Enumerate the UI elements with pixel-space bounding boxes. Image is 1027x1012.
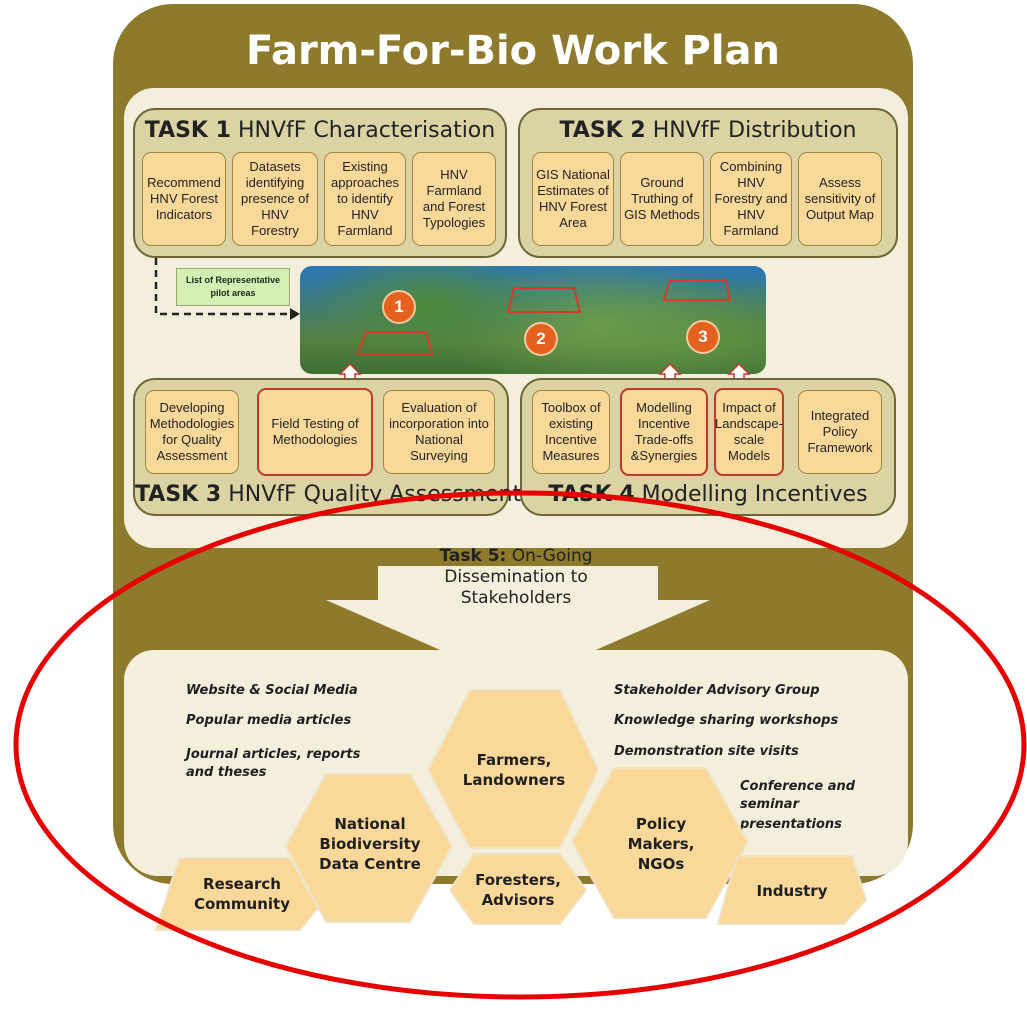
pilot-areas-map: 1 2 3 bbox=[300, 266, 766, 374]
channel-item: seminar bbox=[740, 797, 799, 812]
channel-item: Knowledge sharing workshops bbox=[614, 713, 839, 728]
task1-box: TASK 1 HNVfF Characterisation Recommend … bbox=[133, 108, 507, 258]
task2-box: TASK 2 HNVfF Distribution GIS National E… bbox=[518, 108, 898, 258]
task4-box: Toolbox of existing Incentive Measures M… bbox=[520, 378, 896, 516]
task5-line1: On-Going bbox=[511, 546, 593, 566]
task3-card-highlighted: Field Testing of Methodologies bbox=[257, 388, 373, 476]
pilot-areas-label: List of Representative pilot areas bbox=[176, 268, 290, 306]
task2-card: GIS National Estimates of HNV Forest Are… bbox=[532, 152, 614, 246]
task1-name: HNVfF Characterisation bbox=[237, 118, 496, 143]
task2-card: Assess sensitivity of Output Map bbox=[798, 152, 882, 246]
task4-card: Integrated Policy Framework bbox=[798, 390, 882, 474]
task3-label: TASK 3 bbox=[135, 482, 222, 507]
pilot-areas-arrow bbox=[154, 258, 300, 320]
task4-card-highlighted: Impact of Landscape-scale Models bbox=[714, 388, 784, 476]
channel-item: Conference and bbox=[740, 779, 856, 794]
channel-item: presentations bbox=[740, 817, 842, 832]
task2-name: HNVfF Distribution bbox=[652, 118, 857, 143]
stakeholder-label: Community bbox=[193, 895, 291, 913]
task5-label: Task 5: bbox=[439, 546, 507, 566]
stakeholder-label: Foresters, bbox=[475, 871, 561, 889]
task2-heading: TASK 2 HNVfF Distribution bbox=[520, 118, 896, 143]
dissemination-arrow bbox=[326, 566, 710, 684]
task1-label: TASK 1 bbox=[144, 118, 231, 143]
task3-heading: TASK 3 HNVfF Quality Assessment bbox=[135, 482, 521, 507]
stakeholder-label: NGOs bbox=[637, 855, 685, 873]
stakeholder-industry: Industry bbox=[722, 866, 862, 916]
stakeholder-label: Farmers, bbox=[476, 751, 552, 769]
channel-item: and theses bbox=[186, 765, 267, 780]
stakeholder-label: Makers, bbox=[627, 835, 695, 853]
hexagon-foresters bbox=[448, 853, 588, 925]
task1-heading: TASK 1 HNVfF Characterisation bbox=[135, 118, 505, 143]
task5-text: Task 5: On-Going Dissemination to Stakeh… bbox=[380, 546, 652, 609]
task1-card: Recommend HNV Forest Indicators bbox=[142, 152, 226, 246]
channel-item: Stakeholder Advisory Group bbox=[614, 683, 820, 698]
stakeholder-label: National bbox=[334, 815, 406, 833]
pilot-area-outlines bbox=[356, 279, 732, 355]
task2-card: Combining HNV Forestry and HNV Farmland bbox=[710, 152, 792, 246]
map-marker-3: 3 bbox=[686, 320, 720, 354]
stakeholder-farmers: Farmers, Landowners bbox=[430, 740, 598, 800]
task4-card: Toolbox of existing Incentive Measures bbox=[532, 390, 610, 474]
task3-card: Evaluation of incorporation into Nationa… bbox=[383, 390, 495, 474]
stakeholder-foresters: Foresters, Advisors bbox=[452, 860, 584, 920]
stakeholder-label: Biodiversity bbox=[319, 835, 421, 853]
stakeholder-label: Research bbox=[203, 875, 281, 893]
task1-card: Existing approaches to identify HNV Farm… bbox=[324, 152, 406, 246]
stakeholder-label: Data Centre bbox=[319, 855, 421, 873]
task2-card: Ground Truthing of GIS Methods bbox=[620, 152, 704, 246]
task2-label: TASK 2 bbox=[559, 118, 646, 143]
task5-line2: Dissemination to bbox=[444, 567, 588, 587]
task4-card-highlighted: Modelling Incentive Trade-offs &Synergie… bbox=[620, 388, 708, 476]
task4-name: Modelling Incentives bbox=[641, 482, 868, 507]
map-marker-2: 2 bbox=[524, 322, 558, 356]
stakeholder-label: Advisors bbox=[481, 891, 555, 909]
task3-box: Developing Methodologies for Quality Ass… bbox=[133, 378, 521, 516]
channel-item: Popular media articles bbox=[186, 713, 352, 728]
channel-item: Journal articles, reports bbox=[186, 747, 361, 762]
channel-item: Website & Social Media bbox=[186, 683, 358, 698]
task1-card: HNV Farmland and Forest Typologies bbox=[412, 152, 496, 246]
hexagon-nbdc bbox=[284, 773, 454, 923]
stakeholder-label: Landowners bbox=[462, 771, 566, 789]
channel-item: Demonstration site visits bbox=[614, 744, 799, 759]
hexagon-policy bbox=[570, 767, 750, 919]
hexagon-research bbox=[154, 857, 320, 931]
task1-card: Datasets identifying presence of HNV For… bbox=[232, 152, 318, 246]
task3-card: Developing Methodologies for Quality Ass… bbox=[145, 390, 239, 474]
stakeholder-label: Industry bbox=[756, 882, 828, 900]
stakeholder-label: Policy bbox=[635, 815, 687, 833]
hexagon-industry bbox=[716, 855, 868, 925]
hexagon-farmers bbox=[426, 689, 600, 849]
task5-line3: Stakeholders bbox=[460, 588, 572, 608]
diagram-title: Farm-For-Bio Work Plan bbox=[245, 28, 781, 74]
map-marker-1: 1 bbox=[382, 290, 416, 324]
